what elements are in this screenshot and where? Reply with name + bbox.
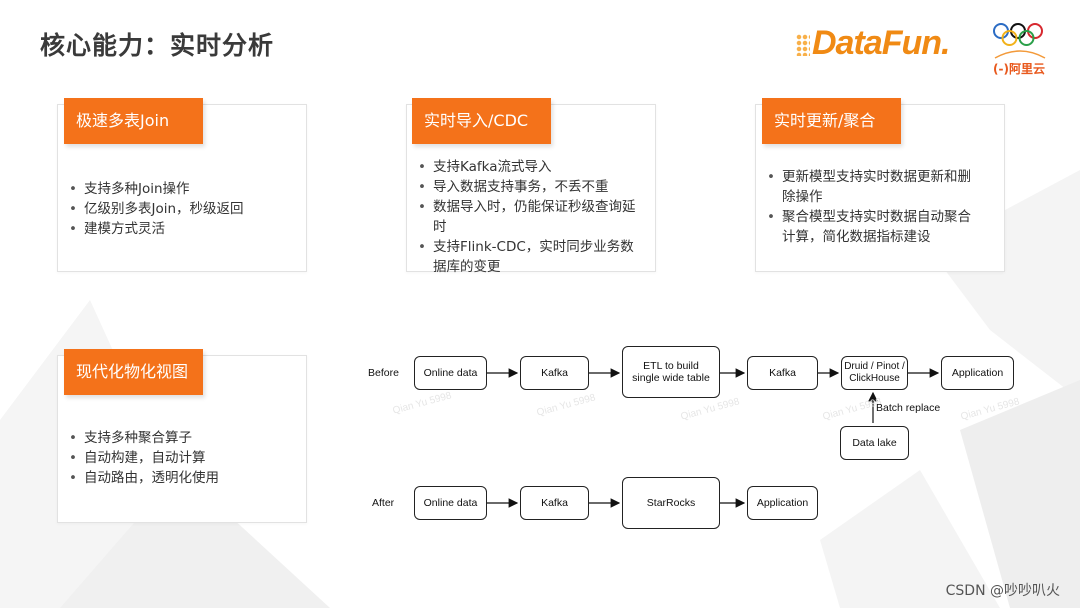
before-kafka-node: Kafka [520, 356, 589, 390]
list-item: 支持Flink-CDC，实时同步业务数据库的变更 [415, 237, 637, 277]
card-import-heading: 实时导入/CDC [412, 98, 551, 144]
olap-node: Druid / Pinot / ClickHouse [841, 356, 908, 390]
before-application-node: Application [941, 356, 1014, 390]
data-lake-node: Data lake [840, 426, 909, 460]
starrocks-node: StarRocks [622, 477, 720, 529]
card-join-list: 支持多种Join操作 亿级别多表Join，秒级返回 建模方式灵活 [66, 179, 300, 239]
after-kafka-node: Kafka [520, 486, 589, 520]
list-item: 亿级别多表Join，秒级返回 [66, 199, 300, 219]
after-application-node: Application [747, 486, 818, 520]
before-label: Before [368, 367, 399, 379]
before-online-data-node: Online data [414, 356, 487, 390]
datafun-logo: DataFun. [796, 24, 950, 63]
after-online-data-node: Online data [414, 486, 487, 520]
csdn-footer: CSDN @吵吵叭火 [945, 583, 1060, 599]
list-item: 支持Kafka流式导入 [415, 157, 637, 177]
card-update-heading: 实时更新/聚合 [762, 98, 901, 144]
list-item: 更新模型支持实时数据更新和删除操作 [764, 167, 972, 207]
card-join-heading: 极速多表Join [64, 98, 203, 144]
card-mv-heading: 现代化物化视图 [64, 349, 203, 395]
page-title: 核心能力：实时分析 [40, 31, 275, 60]
etl-node: ETL to build single wide table [622, 346, 720, 398]
list-item: 聚合模型支持实时数据自动聚合计算，简化数据指标建设 [764, 207, 972, 247]
datafun-dots-icon [796, 34, 810, 56]
watermark: Qian Yu 5998 [959, 396, 1021, 423]
watermark: Qian Yu 5998 [391, 390, 453, 417]
card-update-list: 更新模型支持实时数据更新和删除操作 聚合模型支持实时数据自动聚合计算，简化数据指… [764, 167, 972, 247]
list-item: 建模方式灵活 [66, 219, 300, 239]
list-item: 自动路由，透明化使用 [66, 468, 300, 488]
watermark: Qian Yu 5998 [535, 392, 597, 419]
list-item: 支持多种聚合算子 [66, 428, 300, 448]
list-item: 自动构建，自动计算 [66, 448, 300, 468]
watermark: Qian Yu 5998 [679, 396, 741, 423]
olympic-rings-icon [993, 23, 1046, 59]
list-item: 数据导入时，仍能保证秒级查询延时 [415, 197, 637, 237]
after-label: After [372, 497, 395, 509]
list-item: 导入数据支持事务，不丢不重 [415, 177, 637, 197]
watermark: Qian Yu 5998 [821, 396, 883, 423]
card-mv-list: 支持多种聚合算子 自动构建，自动计算 自动路由，透明化使用 [66, 428, 300, 488]
card-import-list: 支持Kafka流式导入 导入数据支持事务，不丢不重 数据导入时，仍能保证秒级查询… [415, 157, 637, 277]
batch-replace-label: Batch replace [876, 402, 941, 414]
list-item: 支持多种Join操作 [66, 179, 300, 199]
before-kafka2-node: Kafka [747, 356, 818, 390]
